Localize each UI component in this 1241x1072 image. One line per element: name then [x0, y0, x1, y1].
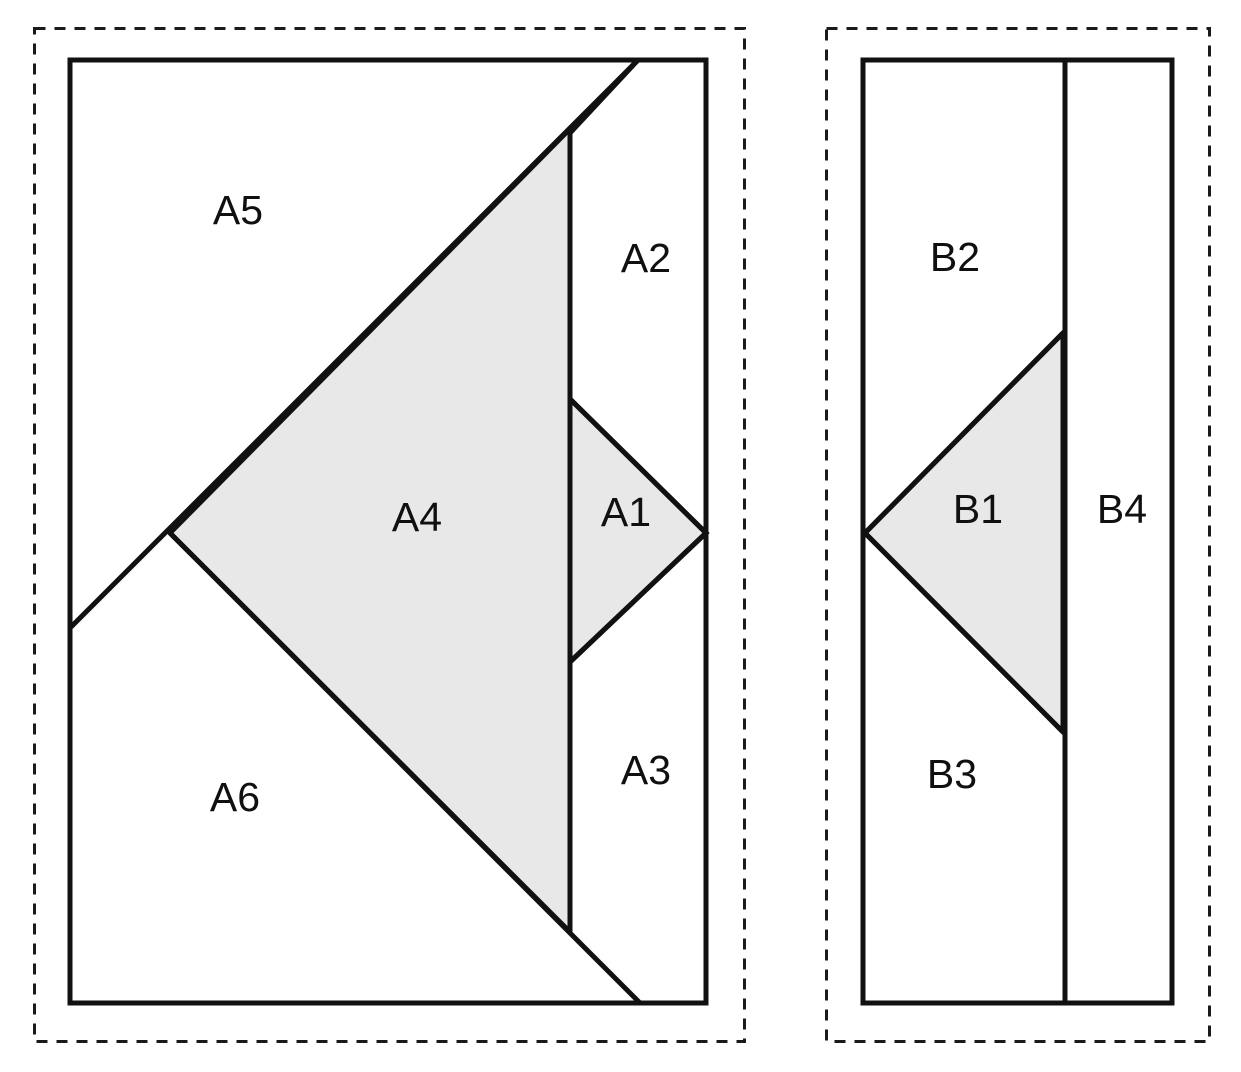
region-label-a1: A1 — [601, 489, 651, 535]
panel-a-lower-diagonal — [168, 531, 642, 1005]
panel-b-dashed-frame — [825, 27, 1211, 1043]
region-label-a6: A6 — [210, 774, 260, 820]
region-label-a2: A2 — [621, 235, 671, 281]
panel-a-group: A5 A2 A4 A1 A6 A3 — [33, 27, 746, 1043]
region-label-a5: A5 — [213, 187, 263, 233]
region-label-a4: A4 — [392, 494, 442, 540]
panel-b-outer-rect — [860, 57, 1175, 1006]
region-label-b1: B1 — [953, 486, 1003, 532]
region-label-b4: B4 — [1097, 486, 1147, 532]
panel-a-upper-diagonal — [69, 58, 640, 629]
region-label-b3: B3 — [927, 751, 977, 797]
region-label-a3: A3 — [621, 747, 671, 793]
region-label-b2: B2 — [930, 234, 980, 280]
panel-b-group: B2 B1 B4 B3 — [825, 27, 1211, 1043]
panel-a-outer-rect — [67, 57, 709, 1006]
